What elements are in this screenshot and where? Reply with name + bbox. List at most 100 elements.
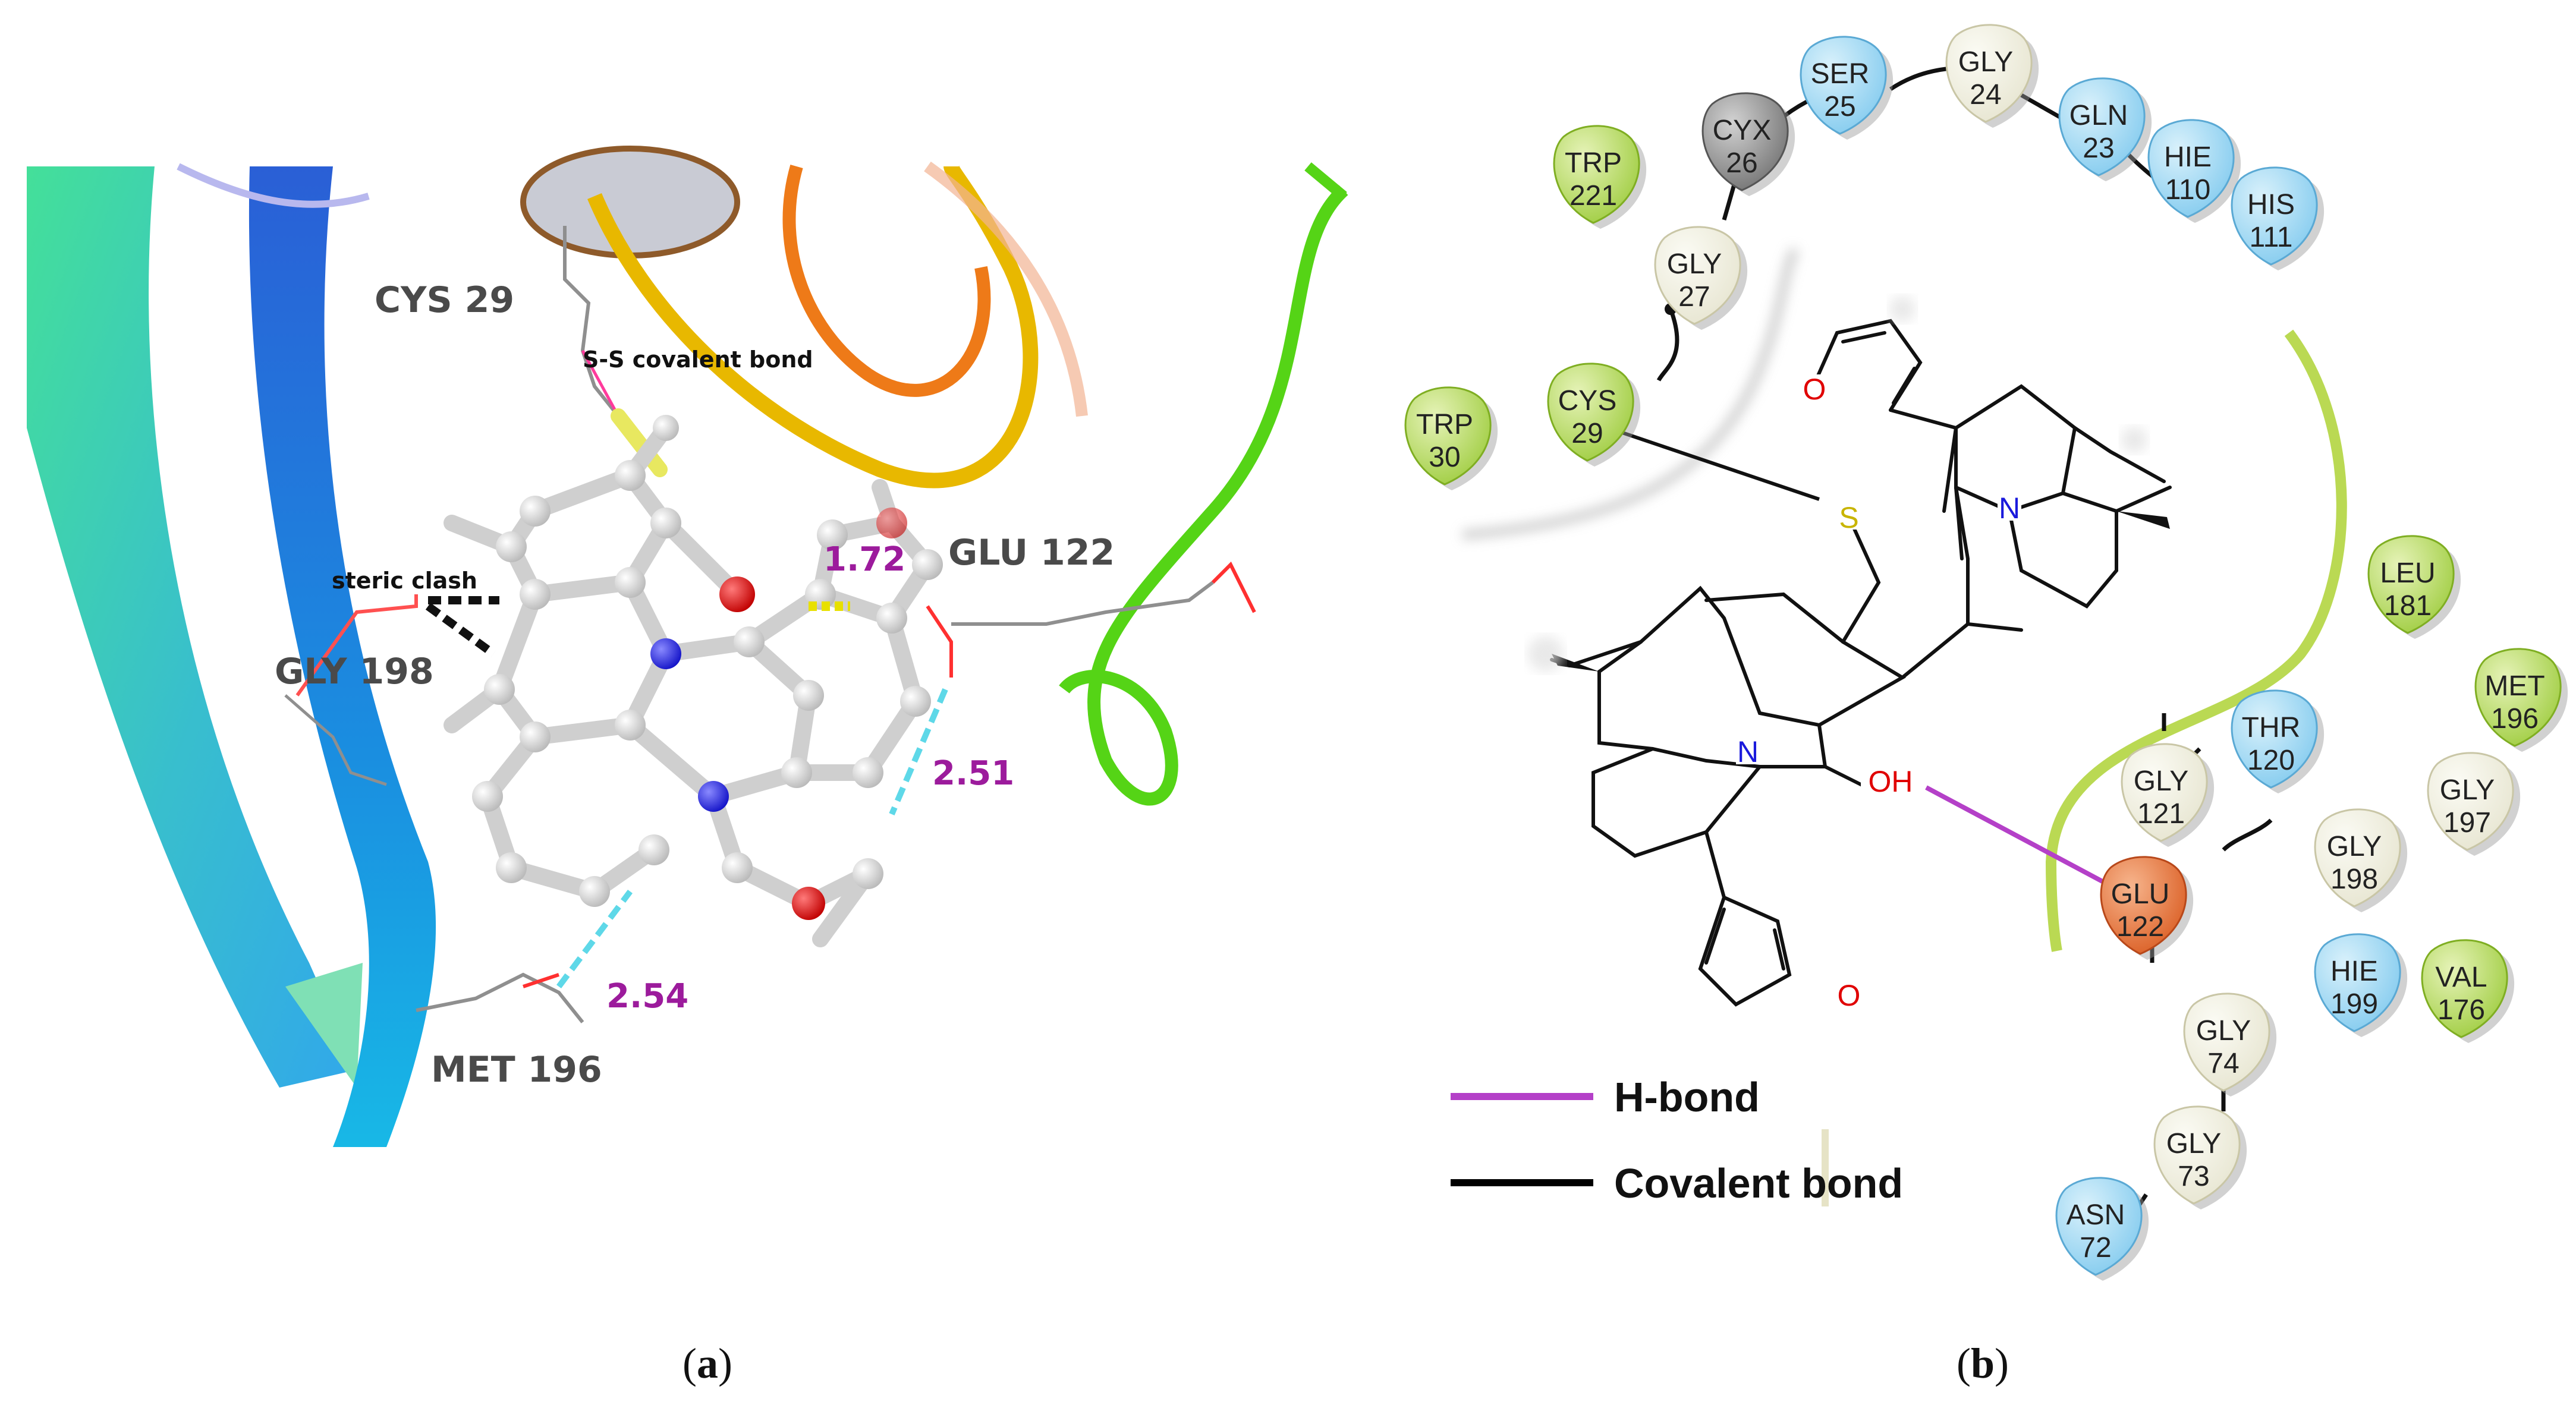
hbond-2.54-line [556,890,633,988]
atom-o-upper-furan: O [1803,373,1826,406]
label-ss-covalent-bond: S-S covalent bond [583,346,813,373]
residue-name: GLY [2327,831,2382,862]
hbond-line [1925,785,2106,885]
residue-name: HIE [2330,956,2378,987]
residue-name: GLY [1958,46,2013,78]
caption-b: (b) [1957,1340,2009,1387]
residue-number: 120 [2247,745,2295,776]
met196-carbonyl [523,973,559,988]
residue-number: 196 [2491,703,2539,735]
residue-name: GLY [1667,248,1722,280]
residue-number: 121 [2137,798,2185,830]
atom-n-lower: N [1737,735,1759,768]
label-steric-clash: steric clash [332,568,477,594]
residue-number: 24 [1970,79,2001,111]
residue-number: 197 [2443,807,2491,839]
glu122-carboxyl [1211,561,1256,613]
residue-number: 74 [2207,1048,2239,1079]
glu122-oxygen-stick [926,605,953,678]
gly198-stick [284,694,387,786]
distance-1.72: 1.72 [823,540,905,579]
residue-number: 25 [1824,91,1855,122]
green-coil-tail [1304,162,1347,200]
residue-shape [2121,743,2208,842]
distance-2.51: 2.51 [932,754,1014,793]
atom-halo [1889,296,1916,322]
residue-shape [1701,92,1789,191]
residue-shape [2231,689,2318,789]
panel-a-3d-view: CYS 29 S-S covalent bond GLU 122 steric … [27,146,1348,1387]
label-met196: MET 196 [431,1049,602,1091]
residue-shape [2153,1105,2241,1205]
residue-name: CYX [1713,115,1772,146]
residue-name: GLY [2166,1128,2221,1160]
residue-number: 122 [2116,911,2164,943]
residue-shape [2367,535,2455,634]
grey-helix [520,146,740,259]
residue-name: CYS [1558,385,1617,417]
residue-number: 181 [2384,590,2432,622]
pocket-outline-green [2045,329,2347,952]
residue-name: MET [2484,670,2544,702]
residue-name: GLY [2196,1015,2251,1047]
ligand-2d-structure [1550,319,2172,1007]
residue-shape [2058,77,2146,177]
atom-n-upper: N [1999,492,2020,525]
atom-oh: OH [1869,765,1913,798]
lavender-coil [177,163,370,208]
residue-shape [2421,939,2508,1038]
residue-shape [1654,226,1741,325]
residue-shape [1800,36,1887,135]
residue-number: 110 [2165,174,2211,206]
residue-name: SER [1811,58,1870,90]
residue-shape [1547,363,1634,462]
residue-shape [2055,1177,2143,1276]
residue-name: TRP [1416,409,1473,440]
residue-name: LEU [2380,557,2435,589]
residue-number: 26 [1726,147,1757,179]
steric-clash-line-2 [425,603,496,657]
residue-number: 73 [2178,1161,2209,1192]
label-glu122: GLU 122 [948,532,1115,574]
residue-number: 199 [2330,988,2378,1020]
residue-shape [2100,856,2187,955]
caption-a: (a) [682,1340,732,1387]
residue-shape [1553,125,1640,224]
residue-name: GLY [2440,774,2495,806]
residue-shape [2183,993,2270,1092]
met196-stick [416,972,584,1023]
residue-links [1656,65,2273,1214]
pocket-outline-grey [1462,247,1800,540]
residue-shape [2314,808,2401,908]
legend-hbond-label: H-bond [1614,1074,1760,1120]
residue-number: 221 [1569,180,1617,212]
green-blue-beta-strand [27,166,357,1088]
residue-number: 27 [1678,281,1710,313]
residue-shape [2231,166,2318,266]
green-coil [1059,185,1348,806]
atom-halo [2121,427,2147,453]
residue-number: 198 [2330,864,2378,895]
residue-shape [2147,119,2235,218]
residue-name: ASN [2067,1199,2125,1231]
